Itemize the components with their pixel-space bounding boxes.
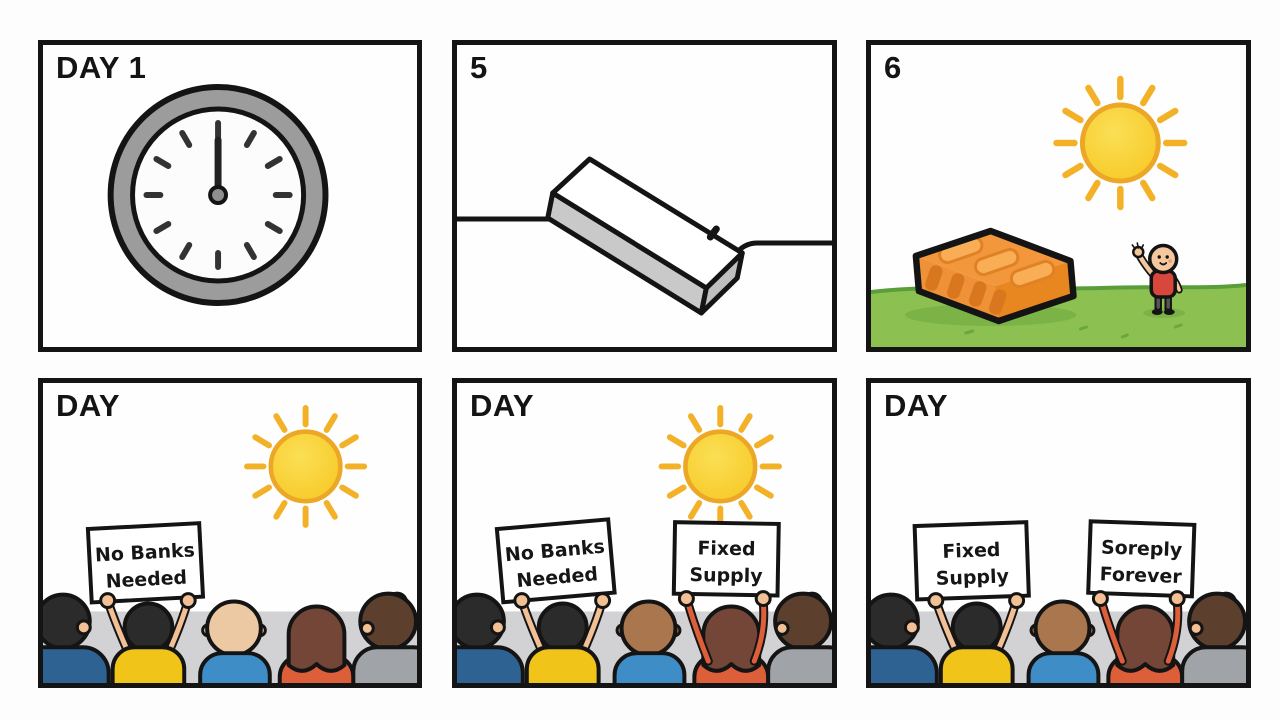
- hand: [1168, 590, 1186, 608]
- panel-day-c: DAY Fixed Supply Soreply Forever: [866, 378, 1251, 688]
- panel-label: DAY: [470, 388, 535, 423]
- sign-line-1: No Banks: [95, 539, 196, 566]
- waving-person: [1131, 242, 1186, 318]
- sun-icon: [247, 408, 364, 525]
- resting-bar-icon: [545, 156, 745, 316]
- panel-label: DAY: [56, 388, 121, 423]
- sign-line-1: Fixed: [697, 537, 755, 560]
- panel-artwork: No Banks Needed: [43, 383, 417, 683]
- protest-sign-right: Soreply Forever: [1086, 519, 1197, 599]
- panel-day-b: DAY No Banks Needed Fixed Supply: [452, 378, 837, 688]
- clock-ticks: [143, 120, 293, 270]
- hand: [99, 592, 117, 609]
- panel-label: DAY: [884, 388, 949, 423]
- hand: [1008, 592, 1026, 609]
- clock-center-dot: [208, 185, 229, 205]
- hand: [594, 592, 612, 609]
- panel-artwork: [107, 84, 329, 306]
- sign-line-1: Fixed: [942, 539, 1001, 563]
- person-head: [1148, 243, 1179, 275]
- sun-icon: [662, 408, 779, 525]
- panel-6: 6: [866, 40, 1251, 352]
- clock-icon: [107, 84, 329, 306]
- panel-artwork: Fixed Supply Soreply Forever: [871, 519, 1246, 683]
- protest-sign-left: No Banks Needed: [494, 517, 617, 605]
- sign-line-2: Supply: [935, 565, 1009, 589]
- protest-sign-left: Fixed Supply: [912, 520, 1031, 602]
- panel-artwork: [871, 45, 1246, 347]
- sign-line-2: Needed: [105, 567, 187, 593]
- hand: [513, 592, 531, 609]
- panel-artwork: No Banks Needed Fixed Supply: [457, 383, 832, 683]
- sign-line-2: Forever: [1099, 563, 1182, 588]
- panel-label: DAY 1: [56, 50, 147, 85]
- hand: [1091, 590, 1109, 608]
- panel-day-a: DAY No Banks Needed: [38, 378, 422, 688]
- sign-line-2: Supply: [689, 564, 762, 587]
- panel-day1: DAY 1: [38, 40, 422, 352]
- panel-label: 5: [470, 50, 488, 85]
- hand: [677, 590, 695, 608]
- protest-sign-left: No Banks Needed: [85, 521, 206, 605]
- brick-front-cutouts: [925, 265, 1007, 315]
- hand: [927, 592, 945, 609]
- sun-icon: [1057, 79, 1185, 207]
- panel-label: 6: [884, 50, 902, 85]
- panel-5: 5: [452, 40, 837, 352]
- protest-sign-right: Fixed Supply: [671, 520, 781, 598]
- sign-line-1: Soreply: [1101, 536, 1183, 561]
- ground-line-right: [736, 240, 832, 253]
- panel-artwork: [457, 156, 832, 316]
- bar-nub: [706, 225, 720, 241]
- brick-icon: [912, 227, 1077, 325]
- hand: [754, 590, 772, 608]
- hand: [179, 592, 197, 609]
